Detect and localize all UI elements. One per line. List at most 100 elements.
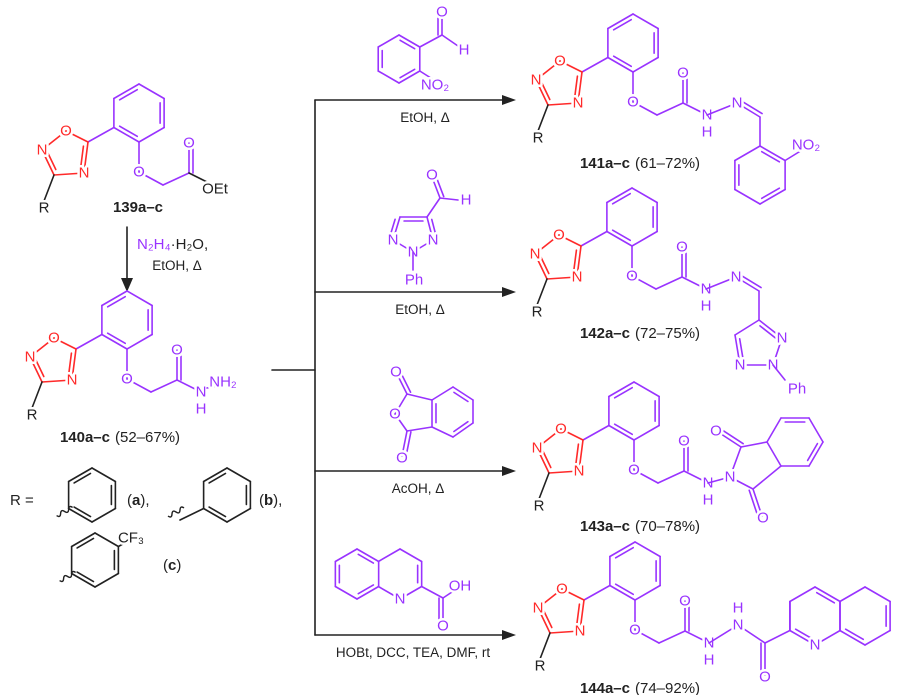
bond bbox=[208, 506, 227, 518]
bond bbox=[839, 586, 866, 603]
bond bbox=[357, 553, 375, 564]
bond bbox=[758, 319, 783, 339]
compound-number: 141a–c bbox=[580, 155, 630, 172]
bond bbox=[631, 187, 658, 204]
bond bbox=[772, 337, 783, 366]
bond bbox=[101, 290, 128, 307]
oxadiazole-o: O bbox=[556, 581, 568, 598]
bond bbox=[138, 126, 165, 143]
r-substituent: R bbox=[532, 304, 543, 321]
amide-h: H bbox=[702, 124, 713, 141]
bond bbox=[606, 187, 633, 204]
compound-number: 142a–c bbox=[580, 325, 630, 342]
bond bbox=[426, 216, 434, 241]
bond bbox=[583, 584, 611, 601]
bond bbox=[41, 379, 73, 383]
oxadiazole-n4: N bbox=[574, 463, 585, 480]
carbonyl-o: O bbox=[679, 593, 691, 610]
amide-h: H bbox=[196, 401, 207, 418]
carbonyl-o: O bbox=[171, 342, 183, 359]
bond bbox=[632, 13, 659, 30]
paren: ), bbox=[273, 492, 282, 509]
route-arrow-2: EtOH, Δ bbox=[314, 287, 516, 317]
bond bbox=[611, 229, 632, 242]
ethoxy-group: OEt bbox=[202, 181, 229, 198]
hydrazide-n: N bbox=[733, 617, 744, 634]
bond bbox=[441, 34, 459, 47]
branch-lines bbox=[271, 99, 316, 636]
bond bbox=[162, 172, 190, 186]
compound-yield: (61–72%) bbox=[635, 155, 700, 172]
arrow-head-icon bbox=[121, 278, 133, 292]
bond bbox=[658, 630, 686, 644]
amide-h: H bbox=[704, 652, 715, 669]
bond bbox=[113, 83, 140, 100]
bond bbox=[46, 151, 57, 171]
oxadiazole-o: O bbox=[554, 53, 566, 70]
bond bbox=[536, 278, 548, 306]
bond bbox=[633, 424, 660, 441]
bond bbox=[426, 197, 441, 218]
paren: ( bbox=[163, 557, 168, 574]
bond bbox=[418, 34, 443, 48]
paren: ( bbox=[127, 492, 132, 509]
ether-o: O bbox=[629, 622, 641, 639]
bond bbox=[607, 13, 634, 30]
bond bbox=[633, 381, 660, 398]
bond bbox=[377, 585, 401, 600]
compound-label: 141a–c (61–72%) bbox=[580, 155, 700, 172]
bond bbox=[75, 333, 103, 350]
bond bbox=[814, 629, 841, 646]
hydrate-text: ·H₂O, bbox=[171, 236, 209, 253]
bond bbox=[453, 420, 469, 433]
bond bbox=[607, 56, 634, 73]
wavy-bond-icon bbox=[167, 506, 185, 518]
bond bbox=[394, 413, 408, 432]
bond bbox=[29, 356, 43, 383]
atom-label: O bbox=[426, 167, 438, 184]
bond bbox=[738, 98, 763, 115]
bond bbox=[864, 629, 891, 646]
bond bbox=[334, 585, 358, 600]
r-group-letter: b bbox=[264, 492, 273, 509]
bond bbox=[106, 332, 127, 345]
atom-label: O bbox=[710, 423, 722, 440]
bond bbox=[558, 234, 582, 247]
bond bbox=[808, 417, 824, 443]
bond bbox=[453, 391, 469, 403]
bond bbox=[766, 441, 782, 467]
compound-yield: (52–67%) bbox=[115, 429, 180, 446]
bond bbox=[452, 422, 474, 438]
arrow-head-icon bbox=[502, 630, 516, 640]
bond bbox=[541, 449, 552, 469]
bond bbox=[634, 584, 661, 601]
atom-label: N bbox=[388, 232, 399, 249]
bond bbox=[377, 34, 400, 48]
bond bbox=[65, 130, 89, 143]
bond bbox=[806, 442, 819, 462]
r-group-letter: c bbox=[168, 557, 176, 574]
r-substituent: R bbox=[27, 407, 38, 424]
bond bbox=[226, 467, 252, 483]
bond bbox=[188, 172, 214, 186]
bond bbox=[94, 572, 120, 588]
imide-n: N bbox=[725, 469, 736, 486]
bond bbox=[399, 68, 416, 79]
bond bbox=[682, 102, 708, 116]
route-arrow-1: EtOH, Δ bbox=[314, 95, 516, 125]
bond bbox=[717, 431, 742, 448]
atom-label: O bbox=[390, 364, 402, 381]
bond bbox=[202, 507, 228, 523]
amide-h: H bbox=[703, 492, 714, 509]
bond bbox=[356, 548, 380, 563]
bond bbox=[737, 272, 762, 289]
bond bbox=[707, 476, 731, 484]
phenyl-group: Ph bbox=[405, 272, 423, 289]
oxadiazole-n2: N bbox=[533, 600, 544, 617]
r-group-letter: a bbox=[132, 492, 141, 509]
imine-n: N bbox=[732, 95, 743, 112]
